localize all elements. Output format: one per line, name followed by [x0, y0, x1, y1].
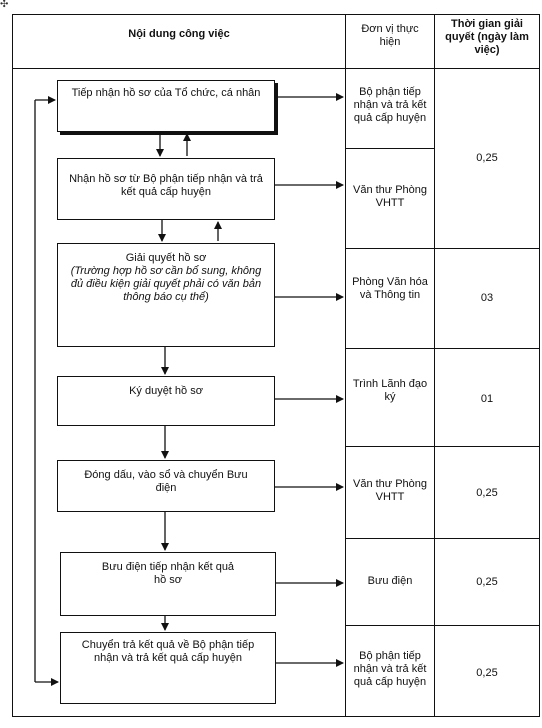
step-process-box: Giải quyết hồ sơ (Trường hợp hồ sơ cần b… — [57, 243, 275, 347]
step-process-note: (Trường hợp hồ sơ cần bổ sung, không đủ … — [70, 265, 262, 303]
step-sign-box: Ký duyệt hồ sơ — [57, 376, 275, 426]
header-unit: Đơn vị thực hiện — [361, 23, 419, 48]
step-post-text: Bưu điện tiếp nhận kết quả hồ sơ — [101, 561, 235, 586]
step-receive-box: Tiếp nhận hồ sơ của Tổ chức, cá nhân — [57, 80, 275, 132]
step-transfer-box: Nhận hồ sơ từ Bộ phận tiếp nhận và trả k… — [57, 158, 275, 220]
step-stamp-box: Đóng dấu, vào sổ và chuyển Bưu điện — [57, 460, 275, 512]
unit-6: Bưu điện — [367, 575, 413, 587]
time-4: 0,25 — [476, 487, 498, 499]
step-transfer-text: Nhận hồ sơ từ Bộ phận tiếp nhận và trả k… — [69, 173, 263, 198]
unit-7: Bộ phận tiếp nhận và trả kết quả cấp huy… — [353, 650, 427, 688]
time-2: 03 — [480, 292, 494, 304]
time-5: 0,25 — [476, 576, 498, 588]
step-return-box: Chuyển trả kết quả về Bộ phận tiếp nhận … — [60, 632, 276, 704]
step-post-box: Bưu điện tiếp nhận kết quả hồ sơ — [60, 552, 276, 616]
unit-4: Trình Lãnh đạo ký — [352, 378, 428, 403]
header-time: Thời gian giải quyết (ngày làm việc) — [445, 18, 529, 56]
unit-2: Văn thư Phòng VHTT — [352, 184, 428, 209]
step-receive-text: Tiếp nhận hồ sơ của Tổ chức, cá nhân — [71, 87, 261, 99]
unit-5: Văn thư Phòng VHTT — [352, 478, 428, 503]
unit-3: Phòng Văn hóa và Thông tin — [352, 276, 428, 301]
step-stamp-text: Đóng dấu, vào sổ và chuyển Bưu điện — [84, 469, 248, 494]
step-process-title: Giải quyết hồ sơ — [125, 252, 207, 264]
time-6: 0,25 — [476, 667, 498, 679]
time-1: 0,25 — [476, 152, 498, 164]
time-3: 01 — [480, 393, 494, 405]
step-sign-text: Ký duyệt hồ sơ — [129, 385, 203, 397]
header-content: Nội dung công việc — [128, 28, 230, 40]
table-move-icon[interactable]: ✣ — [0, 0, 9, 10]
step-return-text: Chuyển trả kết quả về Bộ phận tiếp nhận … — [81, 639, 255, 664]
unit-1: Bộ phận tiếp nhận và trả kết quả cấp huy… — [353, 86, 427, 124]
